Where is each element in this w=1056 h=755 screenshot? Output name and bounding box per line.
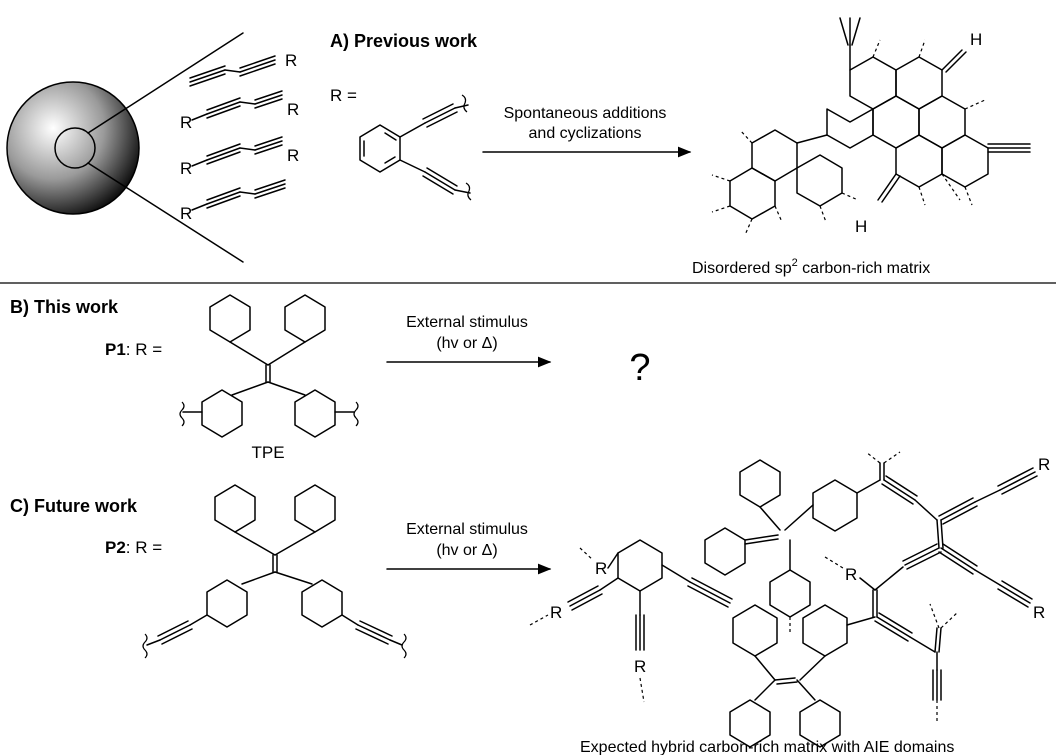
tpe-diyne-structure-c xyxy=(142,484,407,659)
arrow-c-label-bottom: (hv or Δ) xyxy=(436,542,497,559)
r-label: R xyxy=(595,559,607,578)
r-label: R xyxy=(180,159,192,178)
unknown-product-mark: ? xyxy=(629,347,650,389)
r-label: R xyxy=(550,603,562,622)
r-label: R xyxy=(180,113,192,132)
arrow-b-label-bottom: (hv or Δ) xyxy=(436,335,497,352)
tpe-label: TPE xyxy=(251,443,284,462)
r-label: R xyxy=(285,51,297,70)
r-label: R xyxy=(287,100,299,119)
diethynylbenzene-structure xyxy=(359,94,472,201)
disordered-carbon-matrix: H H Disordered sp2 carbon-rich matrix xyxy=(692,17,1031,277)
nanoparticle-sphere xyxy=(6,32,244,263)
r-label: R xyxy=(634,657,646,676)
hydrogen-label: H xyxy=(855,217,867,236)
diyne-chain-4: R xyxy=(180,179,286,223)
diyne-chain-3: R R xyxy=(180,136,299,178)
hybrid-carbon-matrix: R R R xyxy=(529,451,1050,755)
diyne-chain-2: R R xyxy=(180,90,299,132)
r-label: R xyxy=(287,146,299,165)
diyne-chains: R R R R R R xyxy=(180,51,299,223)
arrow-a-label-bottom: and cyclizations xyxy=(529,125,642,142)
r-label: R xyxy=(1038,455,1050,474)
p1-label: P1: R = xyxy=(105,340,162,359)
section-a-header: A) Previous work xyxy=(330,31,478,51)
reaction-arrow-a: Spontaneous additions and cyclizations xyxy=(482,105,692,158)
r-label: R xyxy=(180,204,192,223)
arrow-c-label-top: External stimulus xyxy=(406,521,528,538)
reaction-arrow-c: External stimulus (hv or Δ) xyxy=(386,521,552,575)
arrow-b-label-top: External stimulus xyxy=(406,314,528,331)
r-equals-label: R = xyxy=(330,86,357,105)
r-label: R xyxy=(845,565,857,584)
section-b: B) This work P1: R = TPE External stimul… xyxy=(10,294,651,462)
section-c: C) Future work P2: R = External stimulus… xyxy=(10,451,1050,755)
section-b-header: B) This work xyxy=(10,297,119,317)
p2-label: P2: R = xyxy=(105,538,162,557)
hydrogen-label: H xyxy=(970,30,982,49)
matrix-a-caption: Disordered sp2 carbon-rich matrix xyxy=(692,257,930,277)
tpe-structure-b: TPE xyxy=(179,294,359,462)
section-a: A) Previous work R R R xyxy=(6,17,1031,277)
matrix-c-caption: Expected hybrid carbon-rich matrix with … xyxy=(580,739,954,755)
r-label: R xyxy=(1033,603,1045,622)
diyne-chain-1: R xyxy=(189,51,297,87)
reaction-arrow-b: External stimulus (hv or Δ) xyxy=(386,314,552,368)
arrow-a-label-top: Spontaneous additions xyxy=(504,105,667,122)
section-c-header: C) Future work xyxy=(10,496,138,516)
